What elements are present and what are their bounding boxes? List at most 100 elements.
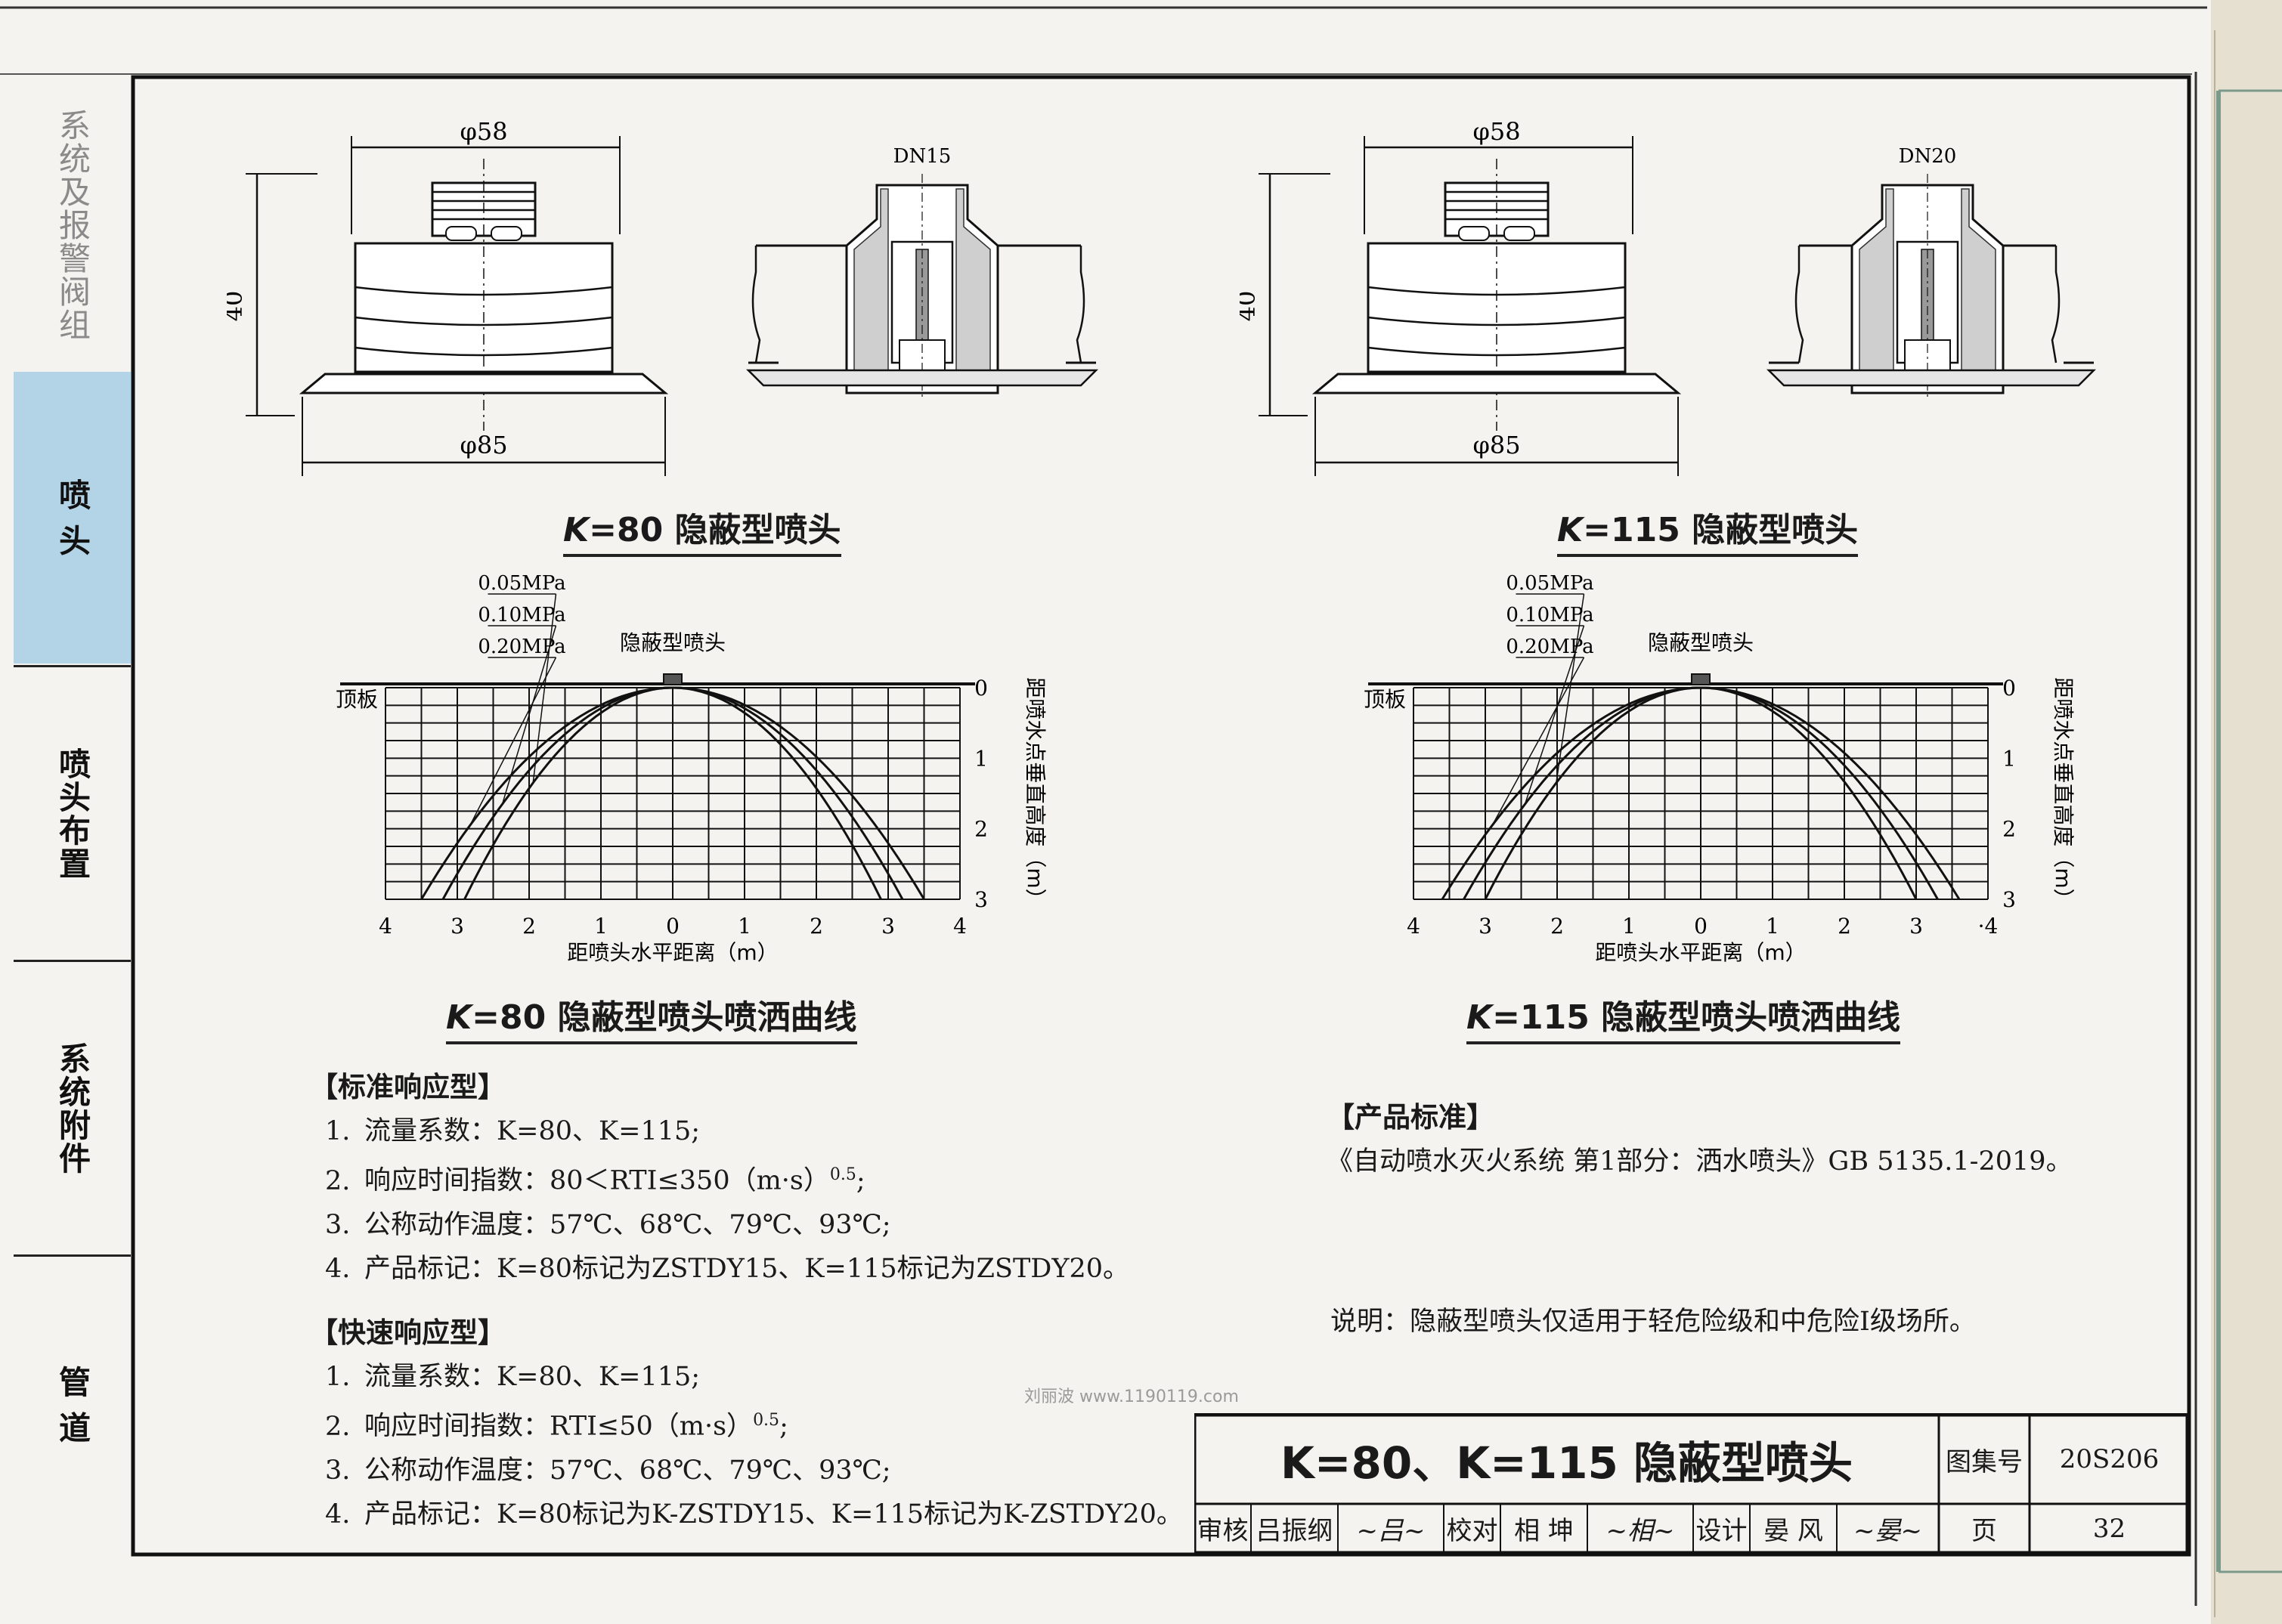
ceiling-label: 顶板 (336, 687, 378, 712)
y-tick-label: 3 (2002, 887, 2016, 912)
pressure-label: 0.20MPa (1506, 636, 1593, 658)
x-tick-label: 3 (881, 914, 895, 939)
x-tick-label: ·4 (1978, 914, 1999, 939)
standard-response-heading: 【标准响应型】 (310, 1071, 506, 1103)
tab-divider (14, 1254, 131, 1257)
note-line: 4.产品标记：K=80标记为ZSTDY15、K=115标记为ZSTDY20。 (325, 1253, 1129, 1284)
tab-sprinkler-layout[interactable]: 喷头布置 (54, 747, 91, 880)
dim-top-label: φ58 (460, 117, 507, 146)
port-size-label: DN20 (1899, 145, 1957, 168)
title-block-grid (1194, 1413, 2189, 1554)
k115-sprinkler-drawing: φ58 40 φ85 DN20 (1240, 117, 2097, 476)
y-tick-label: 1 (974, 746, 988, 771)
pressure-label: 0.10MPa (478, 604, 565, 626)
remark-text: 说明：隐蔽型喷头仅适用于轻危险级和中危险Ⅰ级场所。 (1330, 1307, 1976, 1337)
review-label: 审核 (1197, 1516, 1249, 1546)
designer-signature: ~晏~ (1853, 1516, 1922, 1546)
page-label: 页 (1971, 1516, 1997, 1546)
atlas-number: 20S206 (2059, 1444, 2160, 1474)
x-tick-label: 1 (1622, 914, 1636, 939)
designer-name: 晏 风 (1763, 1516, 1823, 1546)
x-tick-label: 1 (738, 914, 751, 939)
note-line: 4.产品标记：K=80标记为K-ZSTDY15、K=115标记为K-ZSTDY2… (325, 1499, 1183, 1530)
x-tick-label: 0 (1694, 914, 1708, 939)
checker-signature: ~相~ (1605, 1516, 1675, 1546)
k80-curve-title: K=80 隐蔽型喷头喷洒曲线 (446, 990, 857, 1044)
y-tick-label: 0 (2002, 676, 2016, 701)
spray-curve-0.20MPa (1441, 686, 1961, 900)
tab-pipe[interactable]: 管 道 (54, 1365, 91, 1445)
ceiling-label: 顶板 (1364, 687, 1406, 712)
pressure-label: 0.20MPa (478, 636, 565, 658)
head-label: 隐蔽型喷头 (620, 630, 726, 655)
y-tick-label: 3 (974, 887, 988, 912)
checker-name: 相 坤 (1514, 1516, 1574, 1546)
pressure-label: 0.05MPa (1506, 572, 1593, 595)
y-axis-label: 距喷水点垂直高度（m） (1023, 677, 1048, 909)
sprinkler-head-mark (1691, 673, 1711, 685)
product-standard-heading: 【产品标准】 (1327, 1101, 1494, 1134)
k115-curve-title: K=115 隐蔽型喷头喷洒曲线 (1466, 990, 1901, 1044)
x-tick-label: 4 (953, 914, 967, 939)
x-axis-label: 距喷头水平距离（m） (567, 940, 778, 965)
sprinkler-head-mark (663, 673, 683, 685)
y-tick-label: 2 (974, 817, 988, 842)
dim-bottom-label: φ85 (1472, 431, 1520, 459)
x-tick-label: 1 (594, 914, 608, 939)
x-tick-label: 0 (666, 914, 680, 939)
x-tick-label: 2 (522, 914, 536, 939)
note-line: 3.公称动作温度：57℃、68℃、79℃、93℃; (325, 1209, 891, 1240)
dim-top-label: φ58 (1472, 117, 1520, 146)
atlas-number-label: 图集号 (1946, 1446, 2023, 1477)
y-tick-label: 1 (2002, 746, 2016, 771)
x-tick-label: 3 (1909, 914, 1923, 939)
tab-valve-group[interactable]: 系统及报警阀组 (54, 109, 91, 342)
tab-divider (14, 665, 131, 667)
x-tick-label: 2 (1550, 914, 1564, 939)
k80-figure-title: K=80 隐蔽型喷头 (563, 503, 841, 557)
product-standard-text: 《自动喷水灭火系统 第1部分：洒水喷头》GB 5135.1-2019。 (1327, 1146, 2073, 1177)
pressure-label: 0.05MPa (478, 572, 565, 595)
dim-height-label: 40 (1240, 291, 1261, 322)
x-tick-label: 4 (1407, 914, 1420, 939)
pressure-label: 0.10MPa (1506, 604, 1593, 626)
x-tick-label: 3 (451, 914, 464, 939)
tab-divider (14, 960, 131, 962)
y-axis-label: 距喷水点垂直高度（m） (2051, 677, 2076, 909)
y-tick-label: 2 (2002, 817, 2016, 842)
port-size-label: DN15 (893, 145, 952, 168)
watermark: 刘丽波 www.1190119.com (1024, 1387, 1239, 1406)
note-line: 2.响应时间指数：80＜RTI≤350（m·s）0.5; (325, 1165, 865, 1196)
x-tick-label: 3 (1479, 914, 1492, 939)
tab-sprinkler[interactable]: 喷 头 (14, 372, 131, 664)
tab-system-accessory[interactable]: 系统附件 (54, 1041, 91, 1175)
check-label: 校对 (1446, 1516, 1498, 1546)
x-tick-label: 2 (1838, 914, 1851, 939)
note-line: 3.公称动作温度：57℃、68℃、79℃、93℃; (325, 1455, 891, 1486)
reviewer-signature: ~吕~ (1356, 1516, 1426, 1546)
standard-response-notes: 【标准响应型】 1.流量系数：K=80、K=115; 2.响应时间指数：80＜R… (310, 1066, 1129, 1291)
pressure-leader-line (1491, 657, 1585, 826)
design-label: 设计 (1695, 1516, 1748, 1546)
reviewer-name: 吕振纲 (1256, 1516, 1333, 1546)
dim-bottom-label: φ85 (460, 431, 507, 459)
drawing-title: K=80、K=115 隐蔽型喷头 (1280, 1437, 1853, 1489)
dim-height-label: 40 (227, 291, 248, 322)
x-axis-label: 距喷头水平距离（m） (1595, 940, 1806, 965)
note-line: 1.流量系数：K=80、K=115; (325, 1116, 701, 1146)
note-line: 1.流量系数：K=80、K=115; (325, 1362, 701, 1392)
spray-curve-0.20MPa (420, 686, 925, 900)
x-tick-label: 1 (1766, 914, 1779, 939)
fast-response-heading: 【快速响应型】 (310, 1316, 506, 1349)
page-number: 32 (2092, 1513, 2126, 1544)
head-label: 隐蔽型喷头 (1648, 630, 1754, 655)
y-tick-label: 0 (974, 676, 988, 701)
k115-figure-title: K=115 隐蔽型喷头 (1557, 503, 1859, 557)
fast-response-notes: 【快速响应型】 1.流量系数：K=80、K=115; 2.响应时间指数：RTI≤… (310, 1311, 1183, 1536)
k80-sprinkler-drawing: φ58 40 φ85 DN15 (227, 117, 1099, 476)
x-tick-label: 2 (810, 914, 823, 939)
pressure-leader-line (469, 657, 557, 826)
